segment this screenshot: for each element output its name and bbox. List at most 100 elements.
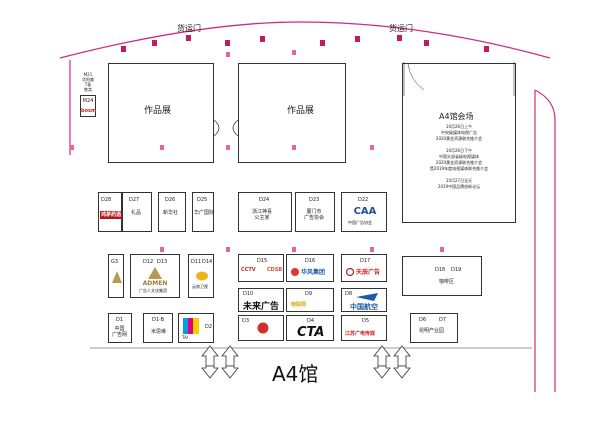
booth-d28[interactable]: D28 鸿茅药酒 [98, 192, 122, 232]
booth-d15[interactable]: D15 CCTV CDSB [238, 254, 284, 282]
booth-d3[interactable]: D3 [238, 315, 284, 341]
cctv-logo: CCTV [241, 267, 256, 273]
booth-code: D19 [451, 267, 462, 273]
booth-d10[interactable]: D10 未来广告 [238, 288, 284, 312]
booth-name: 中国 广告网 [112, 326, 128, 338]
pillar [440, 247, 444, 252]
bosm-logo: bosm [81, 108, 97, 114]
yunnan-logo-icon [196, 271, 208, 281]
tai-logo-icon [183, 318, 199, 334]
pillar [226, 247, 230, 252]
door-marker [152, 40, 157, 46]
door-marker [225, 40, 230, 46]
booth-d27[interactable]: D27 礼品 [122, 192, 152, 232]
weilai-logo: 未来广告 [243, 302, 280, 312]
door-marker [355, 36, 360, 42]
booth-d23[interactable]: D23 厦门市 广告协会 [295, 192, 335, 232]
conference-line: 10月26日上午 [445, 124, 473, 129]
booth-sub: 中国广告协会 [348, 220, 372, 225]
tianchen-logo-icon [346, 268, 354, 276]
plane-logo-icon [356, 293, 378, 301]
booth-d8[interactable]: D8 中国航空 [341, 288, 387, 312]
booth-code: D5 [362, 318, 370, 324]
pillar [160, 145, 164, 150]
booth-sub: 广告人文化集团 [139, 288, 167, 293]
booth-code: D23 [309, 197, 320, 203]
cdsb-logo: CDSB [267, 267, 283, 273]
caa-logo: CAA [353, 206, 377, 217]
tai-logo: TAI [182, 335, 189, 340]
conference-curve [403, 62, 515, 96]
d3-logo-icon [257, 322, 269, 334]
hongmao-logo: 鸿茅药酒 [100, 211, 122, 219]
booth-d11-d14[interactable]: D11 D14 云南卫视 [188, 254, 214, 298]
booth-code: D13 [157, 259, 168, 265]
booth-code: D16 [305, 258, 316, 264]
hall-title: A4馆 [272, 362, 319, 386]
m21-line: M21 [83, 72, 93, 77]
m21-line: 华阳美 [82, 77, 94, 82]
admen-triangle-icon [148, 267, 162, 279]
booth-d2[interactable]: D2 TAI [178, 313, 214, 343]
booth-d6-d7[interactable]: D6 D7 昆明产业园 [410, 313, 458, 343]
m21-line: T板 [84, 82, 92, 87]
booth-d12-d13[interactable]: D12 D13 ADMEN 广告人文化集团 [130, 254, 180, 298]
booth-d26[interactable]: D26 新华社 [158, 192, 186, 232]
pillar [70, 145, 74, 150]
d5-logo: 江苏广电传媒 [345, 331, 376, 337]
booth-d4[interactable]: D4 CTA [286, 315, 334, 341]
booth-name: 礼品 [131, 210, 142, 216]
door-marker [121, 46, 126, 52]
booth-code: D3 [242, 318, 250, 324]
booth-code: D12 [143, 259, 154, 265]
door-marker [260, 36, 265, 42]
booth-d1b[interactable]: D1-B 米思维 [143, 313, 173, 343]
booth-d25[interactable]: D25 华广国际 [192, 192, 214, 232]
booth-code: M24 [82, 98, 94, 104]
booth-d5[interactable]: D5 江苏广电传媒 [341, 315, 387, 341]
booth-d18-d19[interactable]: D18 D19 咖啡区 [402, 256, 482, 296]
booth-code: D11 [191, 259, 202, 265]
gate-label-right: 货运门 [389, 24, 413, 33]
booth-code: D25 [197, 197, 208, 203]
pillar [292, 145, 296, 150]
conference-line: 10月26日下午 [445, 148, 473, 153]
conference-line: 2020黄金资源联合推介会 [435, 136, 483, 141]
booth-m21[interactable]: M21 华阳美 T板 售卖 [81, 72, 95, 92]
booth-d17[interactable]: D17 天辰广告 [341, 254, 387, 282]
pillar [292, 50, 296, 55]
door-marker [424, 40, 429, 46]
booth-g3[interactable]: G3 [108, 254, 124, 298]
booth-code: D22 [358, 197, 369, 203]
booth-name: 昆明产业园 [419, 328, 445, 334]
booth-code: D1-B [152, 317, 165, 323]
booth-d16[interactable]: D16 华风集团 [286, 254, 334, 282]
pillar [226, 145, 230, 150]
booth-m24[interactable]: M24 bosm [80, 95, 96, 117]
huafeng-logo-icon [291, 268, 299, 276]
booth-name: 厦门市 广告协会 [304, 209, 325, 221]
admen-logo: ADMEN [142, 280, 168, 287]
door-marker [186, 35, 191, 41]
pillar [370, 145, 374, 150]
booth-d22[interactable]: D22 CAA 中国广告协会 [341, 192, 387, 232]
booth-d1[interactable]: D1 中国 广告网 [108, 313, 132, 343]
booth-name: 新华社 [163, 210, 179, 216]
triangle-logo-icon [112, 271, 122, 283]
entrance-arrows-right [373, 345, 411, 379]
door-marker [397, 35, 402, 41]
connector-curve [213, 119, 239, 137]
tianchen-logo: 天辰广告 [356, 269, 381, 276]
conference-line: 中央级媒体电视广告 [441, 130, 477, 135]
works-label: 作品展 [287, 106, 315, 116]
booth-code: D8 [345, 291, 353, 297]
booth-d9[interactable]: D9 物联网 [286, 288, 334, 312]
conference-line: 暨2019年度电视媒体联合推介会 [429, 166, 489, 171]
pillar [370, 247, 374, 252]
conference-line: 2020黄金资源联合推介会 [435, 160, 483, 165]
booth-d24[interactable]: D24 浙江神喜 公主家 [238, 192, 292, 232]
conference-line: 中国头部省级电视媒体 [439, 154, 479, 159]
